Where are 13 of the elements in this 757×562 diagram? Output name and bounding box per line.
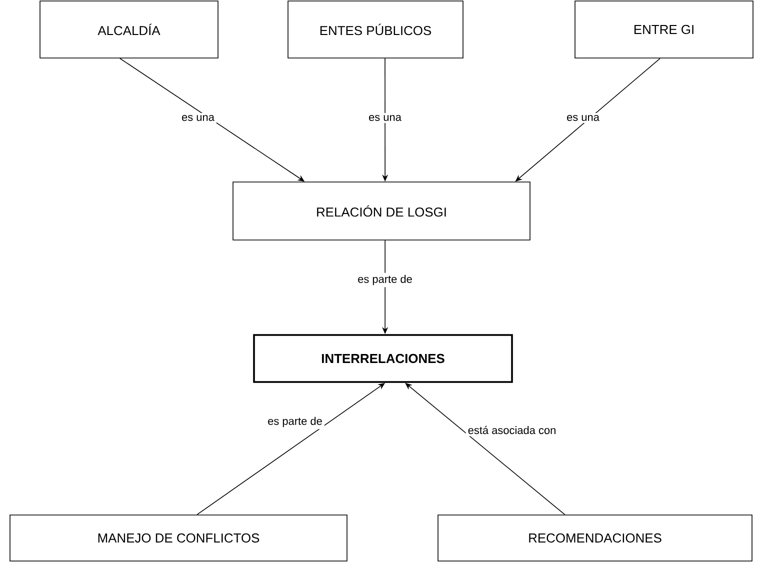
edge-label: es parte de	[356, 272, 414, 288]
edge-label: está asociada con	[466, 424, 558, 436]
edge-label: es una	[180, 113, 216, 123]
concept-box: RECOMENDACIONES	[438, 514, 752, 562]
concept-box: INTERRELACIONES	[253, 334, 513, 383]
concept-box: RELACIÓN DE LOSGI	[232, 182, 530, 240]
concept-box: ALCALDÍA	[40, 0, 218, 58]
edge-label: es una	[366, 113, 404, 123]
concept-box: ENTRE GI	[574, 0, 754, 58]
concept-box: ENTES PÚBLICOS	[288, 0, 464, 58]
edge-label: es parte de	[266, 414, 324, 430]
edge-label: es una	[564, 113, 602, 123]
concept-box: MANEJO DE CONFLICTOS	[10, 514, 348, 562]
